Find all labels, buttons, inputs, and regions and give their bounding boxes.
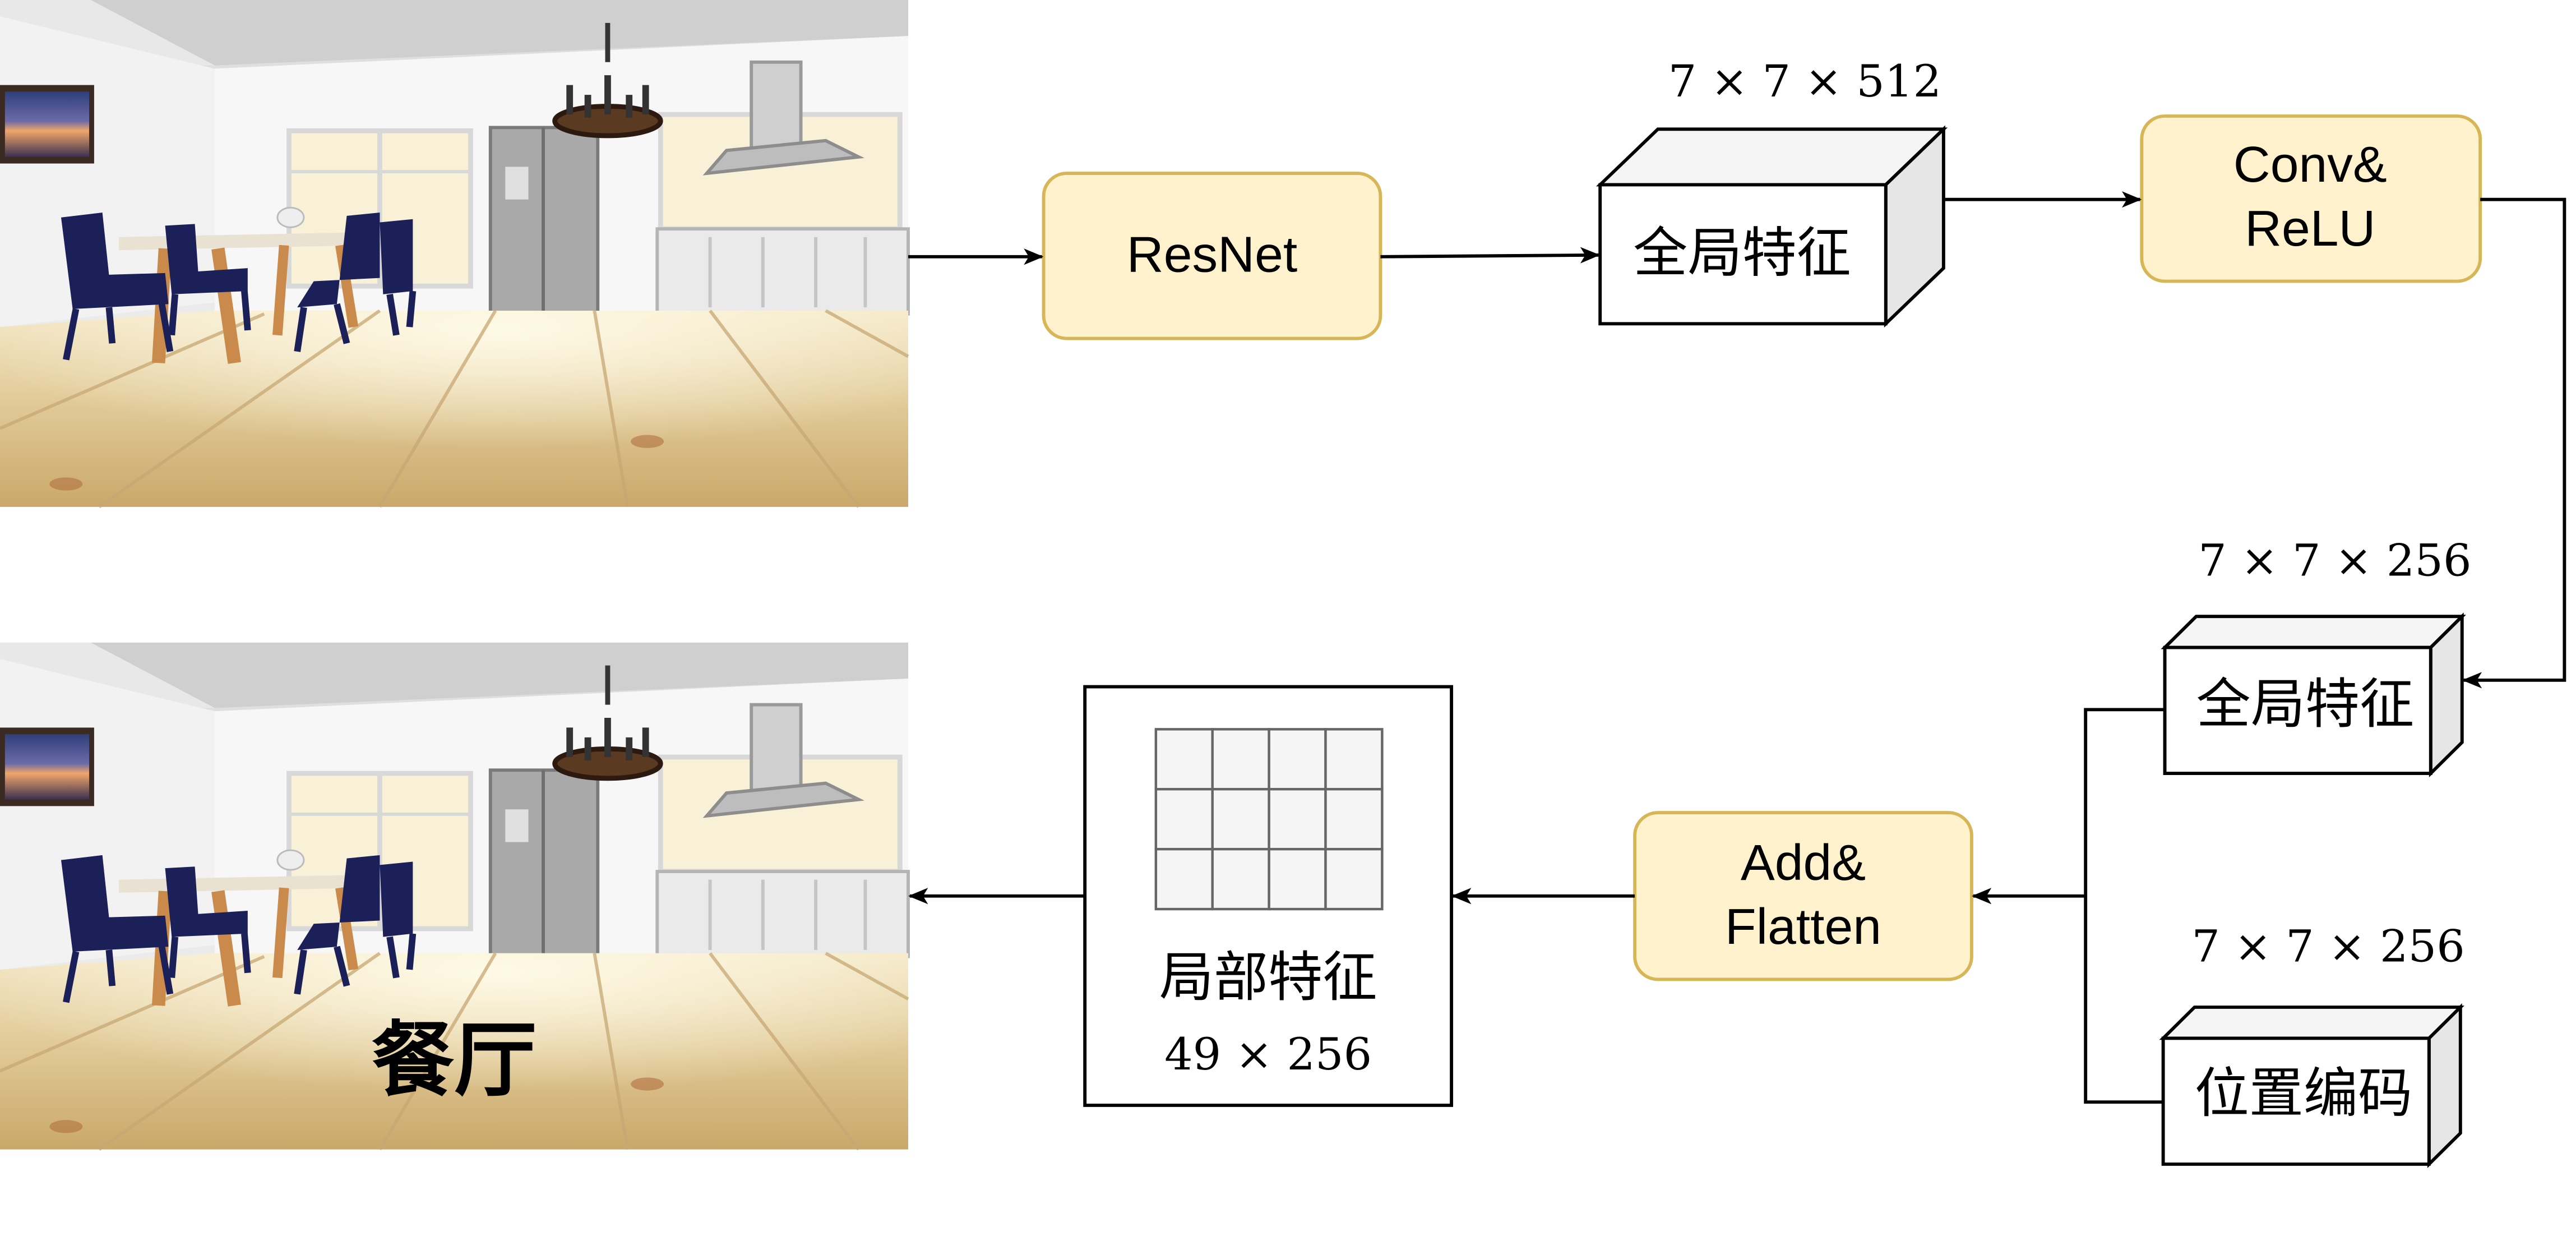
relu-label: ReLU bbox=[2245, 200, 2375, 256]
global-feature-2-label: 全局特征 bbox=[2196, 672, 2415, 735]
conv-label: Conv& bbox=[2233, 137, 2387, 193]
resnet-module: ResNet bbox=[1042, 172, 1382, 340]
global-feature-1-dimension: 7 × 7 × 512 bbox=[1668, 56, 1941, 107]
position-encoding-block: 位置编码 bbox=[2159, 1003, 2464, 1168]
global-feature-block-1: 全局特征 bbox=[1595, 125, 1948, 328]
grid-cell bbox=[1211, 788, 1270, 851]
global-feature-block-2: 全局特征 bbox=[2161, 612, 2466, 778]
grid-cell bbox=[1324, 788, 1384, 851]
add-label: Add& bbox=[1741, 835, 1866, 891]
grid-cell bbox=[1268, 847, 1327, 911]
position-encoding-dimension: 7 × 7 × 256 bbox=[2192, 921, 2465, 972]
flatten-label: Flatten bbox=[1725, 898, 1881, 954]
feature-grid bbox=[1154, 728, 1384, 911]
scene-class-label: 餐厅 bbox=[372, 1012, 537, 1108]
arrow-conv-to-global-feature-2 bbox=[2462, 197, 2566, 689]
local-feature-label: 局部特征 bbox=[1159, 946, 1377, 1008]
grid-cell bbox=[1211, 728, 1270, 791]
arrow-resnet-to-global-feature bbox=[1380, 247, 1601, 264]
local-feature-block: 局部特征 49 × 256 bbox=[1083, 685, 1454, 1107]
local-feature-dimension: 49 × 256 bbox=[1164, 1029, 1372, 1080]
grid-cell bbox=[1268, 788, 1327, 851]
global-feature-2-dimension: 7 × 7 × 256 bbox=[2198, 535, 2471, 587]
conv-relu-module: Conv& ReLU bbox=[2140, 114, 2482, 283]
grid-cell bbox=[1268, 728, 1327, 791]
global-feature-1-label: 全局特征 bbox=[1633, 221, 1851, 284]
position-encoding-label: 位置编码 bbox=[2195, 1062, 2413, 1124]
grid-cell bbox=[1324, 728, 1384, 791]
input-scene-image bbox=[0, 0, 908, 507]
grid-cell bbox=[1154, 847, 1214, 911]
grid-cell bbox=[1154, 728, 1214, 791]
grid-cell bbox=[1211, 847, 1270, 911]
add-flatten-module: Add& Flatten bbox=[1633, 811, 1973, 981]
grid-cell bbox=[1324, 847, 1384, 911]
resnet-label: ResNet bbox=[1127, 227, 1297, 283]
line-global-feature-2-to-merge bbox=[2084, 708, 2165, 1104]
connectors bbox=[908, 191, 2566, 1104]
grid-cell bbox=[1154, 788, 1214, 851]
